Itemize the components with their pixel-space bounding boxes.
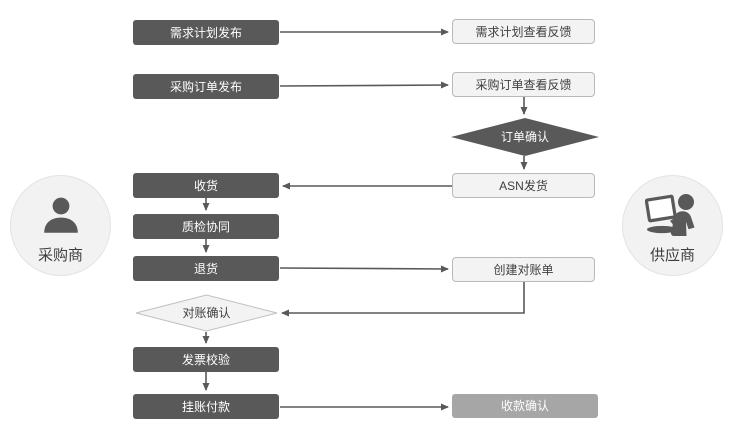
node-label: 挂账付款	[181, 399, 230, 414]
connector-statement-to-recon-confirm	[281, 282, 525, 317]
node-label: 发票校验	[181, 352, 230, 367]
node-order-confirm-decision: 订单确认	[451, 118, 599, 156]
connector-return-to-statement	[279, 265, 449, 273]
node-label: 需求计划查看反馈	[475, 24, 572, 39]
node-create-statement: 创建对账单	[452, 257, 595, 282]
node-label: 退货	[193, 261, 218, 276]
node-label: 收货	[193, 178, 218, 193]
node-recon-confirm-decision: 对账确认	[135, 294, 278, 332]
node-return-goods: 退货	[133, 256, 279, 281]
connector-po-publish-to-feedback	[279, 81, 449, 89]
node-pay-on-account: 挂账付款	[133, 394, 279, 419]
node-invoice-check: 发票校验	[133, 347, 279, 372]
actor-label: 供应商	[649, 247, 695, 264]
node-label: 需求计划发布	[169, 25, 242, 40]
actor-label: 采购商	[37, 247, 83, 264]
node-label: ASN发货	[499, 178, 548, 193]
node-plan-feedback: 需求计划查看反馈	[452, 19, 595, 44]
node-label: 收款确认	[500, 399, 549, 413]
actor-buyer: 采购商	[10, 175, 111, 276]
node-asn-ship: ASN发货	[452, 173, 595, 198]
node-collection-confirm: 收款确认	[452, 394, 598, 418]
person-laptop-icon	[644, 193, 701, 242]
node-quality-check: 质检协同	[133, 214, 279, 239]
node-label: 对账确认	[182, 306, 231, 320]
node-label: 质检协同	[181, 219, 230, 234]
actor-supplier: 供应商	[622, 175, 723, 276]
person-icon	[40, 195, 82, 242]
node-receive: 收货	[133, 173, 279, 198]
diamond-shape	[451, 118, 599, 156]
node-label: 订单确认	[500, 130, 549, 144]
node-plan-publish: 需求计划发布	[133, 20, 279, 45]
node-po-feedback: 采购订单查看反馈	[452, 72, 595, 97]
node-label: 采购订单查看反馈	[475, 77, 572, 92]
node-label: 创建对账单	[493, 262, 554, 277]
node-label: 采购订单发布	[169, 79, 242, 94]
node-po-publish: 采购订单发布	[133, 74, 279, 99]
diamond-shape	[135, 294, 278, 332]
